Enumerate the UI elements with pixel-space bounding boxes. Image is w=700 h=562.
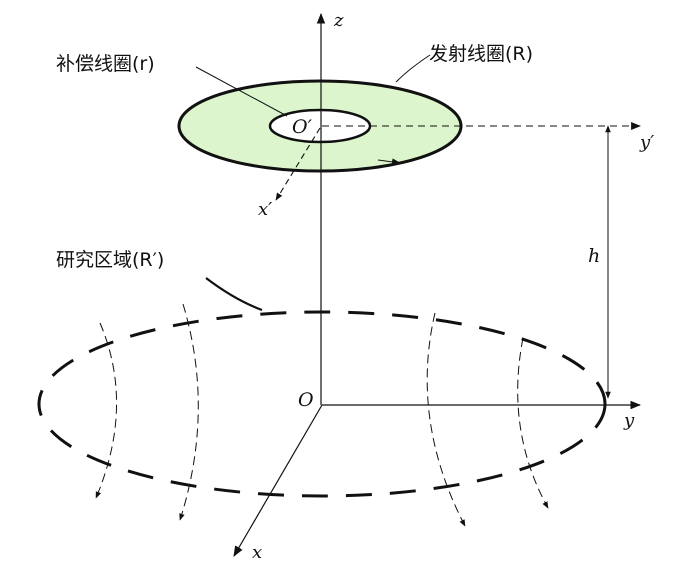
compensation-coil-leader [195, 66, 288, 117]
transmitter-coil-leader [395, 54, 431, 83]
field-line-4 [517, 337, 549, 509]
x-prime-axis [275, 127, 321, 201]
x-prime-axis-label: x′ [258, 199, 272, 220]
origin-bottom-label: O [298, 389, 314, 411]
x-axis [233, 404, 323, 557]
field-line-1 [95, 322, 117, 499]
height-label: h [588, 245, 600, 267]
study-region-boundary [37, 310, 607, 498]
field-lines [95, 303, 549, 527]
x-axis-label: x [252, 542, 262, 562]
z-axis-label: z [333, 10, 344, 31]
current-direction-arrow [377, 158, 401, 166]
transmitter-coil-label: 发射线圈(R) [429, 43, 533, 65]
study-region-label: 研究区域(R′) [56, 249, 164, 271]
y-prime-axis-label: y′ [639, 132, 654, 153]
origin-top-label: O′ [292, 116, 313, 138]
field-line-3 [426, 312, 466, 527]
y-axis-label: y [623, 410, 635, 431]
study-region-leader [205, 277, 263, 312]
compensation-coil-label: 补偿线圈(r) [56, 53, 155, 75]
